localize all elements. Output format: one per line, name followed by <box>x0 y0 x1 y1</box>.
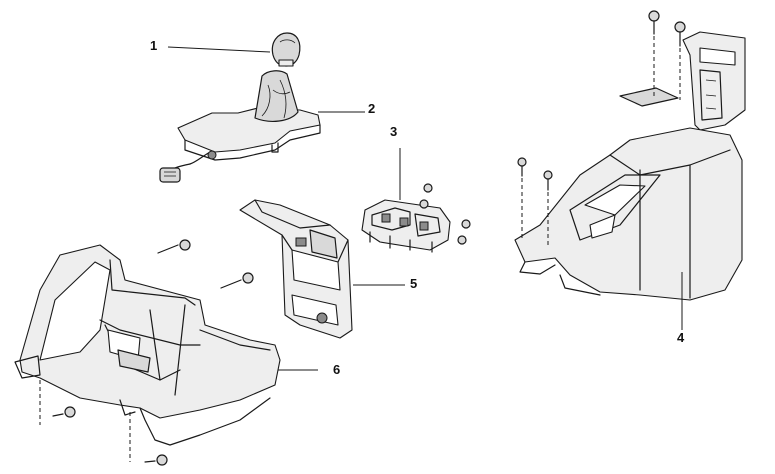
callout-label-4: 4 <box>677 330 685 345</box>
callout-label-2: 2 <box>368 101 376 116</box>
shift-boot-part <box>159 70 321 183</box>
callout-label-1: 1 <box>150 38 158 53</box>
callout-label-6: 6 <box>333 362 341 377</box>
shift-knob-part <box>271 32 301 67</box>
center-bracket-part <box>239 199 353 339</box>
callout-label-5: 5 <box>410 276 418 291</box>
callout-line-1 <box>167 46 271 53</box>
front-console-panel-part <box>14 239 281 466</box>
callout-label-3: 3 <box>390 124 398 139</box>
rear-console-box-part <box>514 10 746 301</box>
switch-bracket-part <box>361 183 471 253</box>
